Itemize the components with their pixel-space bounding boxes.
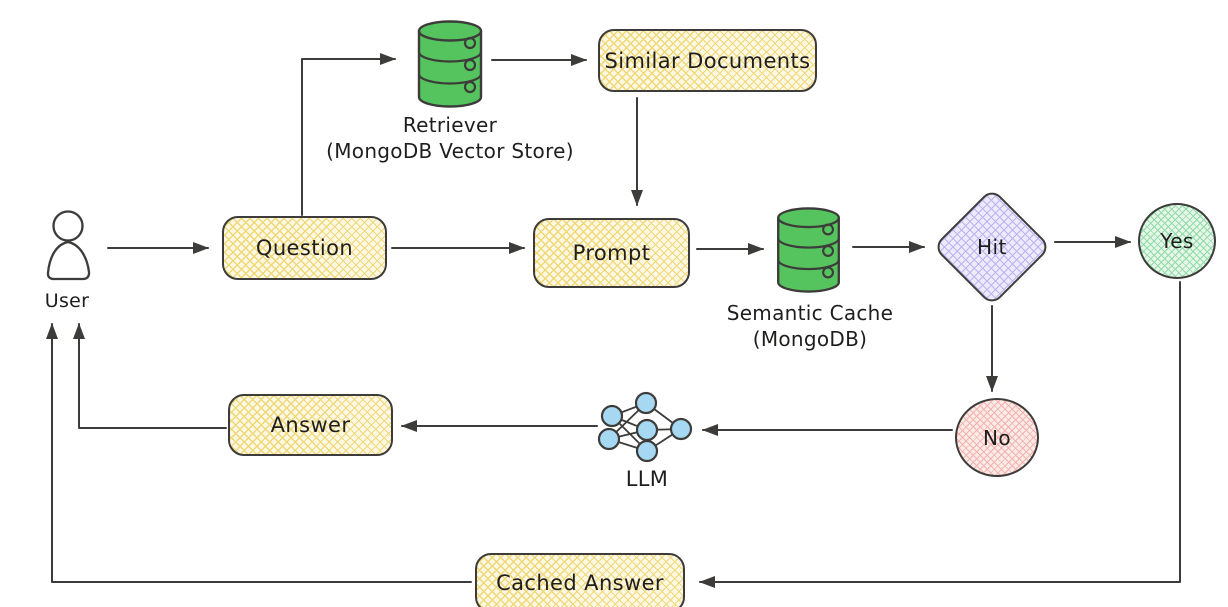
node-similar-documents: Similar Documents [598,29,817,92]
yes-label: Yes [1160,229,1194,253]
node-no: No [955,398,1039,477]
similar-documents-label: Similar Documents [604,48,811,73]
no-label: No [983,425,1011,450]
prompt-label: Prompt [572,241,651,265]
node-yes: Yes [1138,203,1216,279]
node-prompt: Prompt [533,218,690,288]
semantic-cache-caption: Semantic Cache (MongoDB) [690,300,930,352]
semantic-cache-sublabel: (MongoDB) [752,327,868,351]
retriever-sublabel: (MongoDB Vector Store) [326,139,574,163]
node-question: Question [222,216,387,280]
edge-cachedanswer-user [46,323,472,583]
cached-answer-label: Cached Answer [496,571,664,595]
node-cached-answer: Cached Answer [475,553,685,607]
node-answer: Answer [228,394,393,456]
retriever-caption: Retriever (MongoDB Vector Store) [320,112,580,164]
semantic-cache-database-icon [777,207,840,293]
hit-label: Hit [977,234,1007,259]
edge-answer-user [73,323,227,429]
edge-question-retriever [301,53,396,216]
answer-label: Answer [270,413,351,437]
edge-yes-cachedanswer [699,281,1181,588]
user-label: User [44,290,90,312]
llm-neural-network-icon [597,391,693,463]
semantic-cache-label: Semantic Cache [726,301,894,325]
llm-label: LLM [625,467,669,491]
question-label: Question [255,236,354,260]
retriever-database-icon [417,20,483,108]
user-icon [46,210,91,281]
retriever-label: Retriever [402,113,498,137]
